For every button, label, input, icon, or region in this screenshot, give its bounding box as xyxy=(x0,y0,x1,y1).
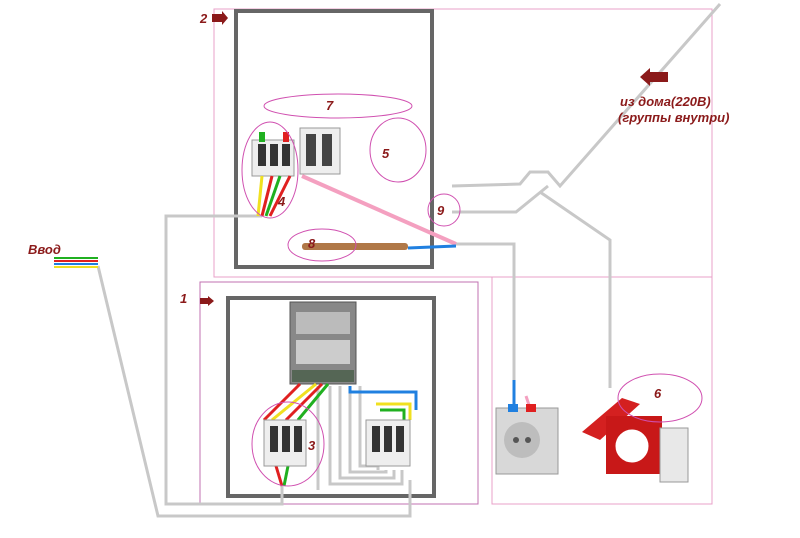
label-7: 7 xyxy=(326,98,334,113)
highlight-ellipses xyxy=(241,93,703,487)
socket-outlet xyxy=(495,380,559,475)
arrow-right-icon xyxy=(212,11,228,25)
brown-bar-8 xyxy=(302,243,408,250)
upper-color-wires xyxy=(256,174,457,250)
breaker-3 xyxy=(263,419,307,467)
breaker-4 xyxy=(251,132,295,177)
label-input: Ввод xyxy=(28,242,61,257)
input-bundle xyxy=(54,257,98,268)
label-5: 5 xyxy=(382,146,390,161)
outline-upper-zone xyxy=(213,8,713,278)
box-2 xyxy=(234,9,434,269)
arrow-icons xyxy=(200,11,668,306)
industrial-socket xyxy=(582,398,689,483)
arrow-left-icon xyxy=(640,68,668,86)
label-1: 1 xyxy=(180,291,188,306)
label-2: 2 xyxy=(200,11,208,26)
outline-right-zone xyxy=(478,276,713,505)
label-8: 8 xyxy=(308,236,316,251)
electric-meter xyxy=(289,301,357,385)
arrow-right-icon xyxy=(200,296,214,306)
label-4: 4 xyxy=(278,194,286,209)
breaker-right-lower xyxy=(365,419,411,467)
label-from-house-1: из дома(220В) xyxy=(620,94,711,109)
gray-wires xyxy=(96,3,722,518)
breaker-7 xyxy=(299,127,341,175)
label-3: 3 xyxy=(308,438,316,453)
outline-lower-zone xyxy=(199,281,479,505)
label-from-house-2: (группы внутри) xyxy=(618,110,730,125)
label-9: 9 xyxy=(437,203,445,218)
lower-color-wires xyxy=(262,382,418,487)
label-6: 6 xyxy=(654,386,662,401)
box-1 xyxy=(226,296,436,498)
